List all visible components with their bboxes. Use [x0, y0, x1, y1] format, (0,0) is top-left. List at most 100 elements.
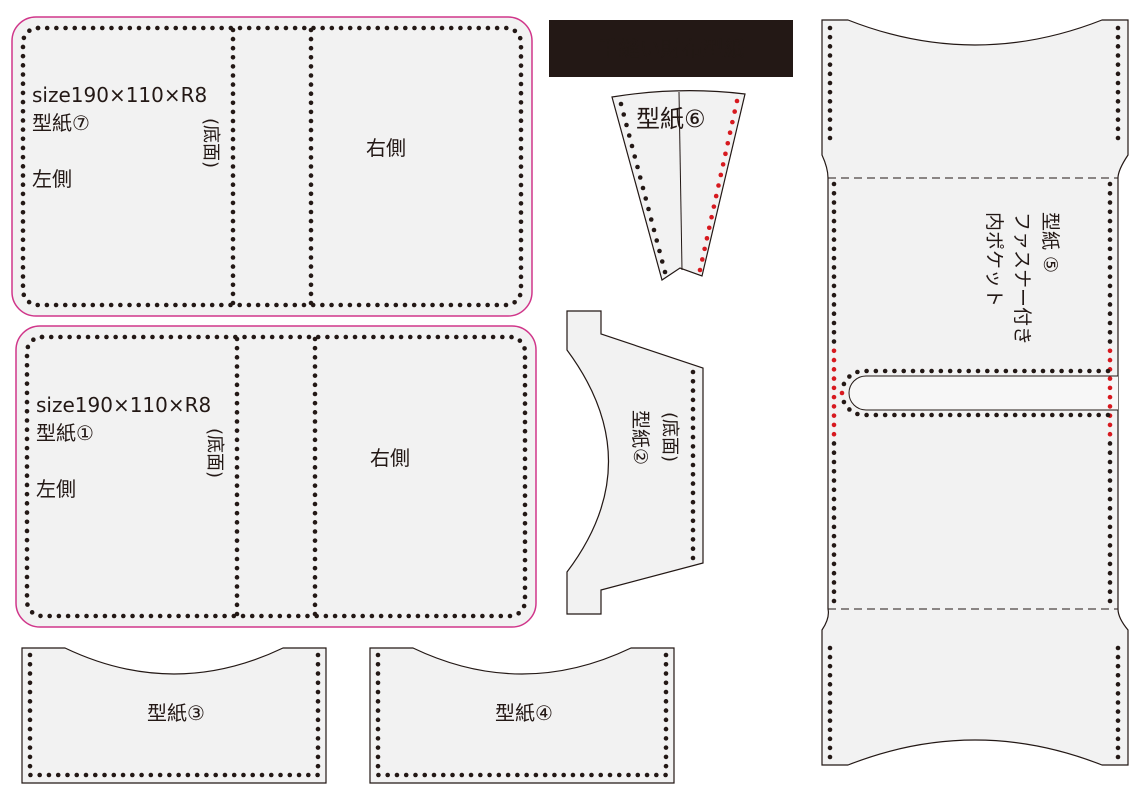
- stitch-hole: [1115, 700, 1121, 705]
- stitch-hole: [312, 510, 318, 516]
- stitch-hole: [230, 182, 236, 187]
- stitch-hole: [27, 28, 32, 34]
- stitch-hole: [515, 772, 520, 778]
- stitch-hole: [323, 613, 329, 619]
- stitch-hole: [1077, 412, 1083, 418]
- stitch-hole: [421, 25, 426, 31]
- stitch-hole: [1115, 691, 1121, 696]
- stitch-hole: [194, 613, 200, 619]
- stitch-hole: [29, 610, 35, 615]
- stitch-hole: [397, 613, 402, 619]
- stitch-hole: [27, 754, 33, 760]
- stitch-hole: [27, 708, 33, 713]
- stitch-hole: [176, 613, 181, 619]
- stitch-hole: [241, 772, 246, 778]
- stitch-hole: [518, 283, 524, 289]
- stitch-hole: [84, 613, 89, 619]
- stitch-hole: [734, 98, 740, 104]
- stitch-hole: [690, 546, 696, 551]
- stitch-hole: [663, 772, 668, 778]
- stitch-hole: [366, 25, 371, 31]
- stitch-hole: [635, 772, 641, 778]
- stitch-hole: [308, 218, 314, 224]
- stitch-hole: [230, 173, 236, 178]
- piece-outline: [15, 325, 537, 628]
- stitch-hole: [1107, 598, 1113, 604]
- stitch-hole: [542, 772, 548, 778]
- stitch-hole: [164, 25, 169, 31]
- stitch-hole: [1107, 431, 1113, 437]
- stitch-hole: [312, 446, 318, 452]
- stitch-hole: [522, 346, 527, 351]
- stitch-hole: [308, 246, 314, 251]
- stitch-hole: [855, 369, 860, 375]
- stitch-hole: [63, 25, 68, 31]
- stitch-hole: [230, 45, 236, 51]
- stitch-hole: [118, 25, 123, 31]
- stitch-hole: [518, 155, 524, 160]
- stitch-hole: [230, 264, 236, 269]
- stitch-hole: [308, 91, 314, 96]
- stitch-hole: [312, 437, 318, 443]
- stitch-hole: [589, 772, 594, 778]
- stitch-hole: [1107, 311, 1113, 317]
- stitch-hole: [223, 334, 229, 340]
- stitch-hole: [831, 524, 837, 530]
- stitch-hole: [109, 25, 114, 31]
- stitch-hole: [632, 154, 638, 159]
- stitch-hole: [690, 453, 696, 459]
- stitch-hole: [522, 474, 528, 480]
- stitch-hole: [518, 173, 524, 179]
- stitch-hole: [892, 368, 897, 374]
- stitch-hole: [308, 64, 314, 69]
- stitch-hole: [831, 404, 837, 409]
- stitch-hole: [570, 772, 576, 778]
- stitch-hole: [452, 613, 458, 619]
- piece-outline: [21, 647, 327, 784]
- stitch-hole: [831, 228, 837, 233]
- piece-name: 型紙 ⑤: [1039, 212, 1061, 273]
- stitch-hole: [831, 246, 837, 252]
- title-text: 手縫い財布型紙: [598, 37, 745, 61]
- stitch-hole: [65, 613, 71, 619]
- stitch-hole: [435, 334, 441, 340]
- stitch-hole: [234, 492, 240, 498]
- stitch-hole: [663, 708, 669, 713]
- stitch-hole: [20, 154, 26, 160]
- stitch-hole: [1107, 357, 1113, 363]
- stitch-hole: [371, 334, 376, 340]
- stitch-hole: [312, 345, 318, 351]
- stitch-hole: [831, 552, 837, 557]
- stitch-hole: [1107, 561, 1113, 567]
- stitch-hole: [831, 422, 837, 428]
- stitch-hole: [308, 164, 314, 169]
- stitch-hole: [1049, 412, 1055, 418]
- stitch-hole: [230, 155, 236, 160]
- zipper-slot: [848, 375, 1118, 411]
- stitch-hole: [827, 71, 833, 77]
- stitch-hole: [966, 368, 972, 374]
- stitch-hole: [312, 355, 318, 360]
- stitch-hole: [621, 112, 627, 117]
- stitch-hole: [1107, 459, 1113, 465]
- stitch-hole: [663, 736, 669, 741]
- stitch-hole: [718, 172, 724, 178]
- stitch-hole: [831, 348, 837, 354]
- stitch-hole: [230, 27, 236, 33]
- stitch-hole: [468, 772, 474, 778]
- stitch-hole: [1107, 570, 1113, 576]
- stitch-hole: [312, 547, 318, 553]
- stitch-hole: [522, 484, 528, 489]
- stitch-hole: [343, 334, 349, 340]
- stitch-hole: [108, 302, 114, 308]
- stitch-hole: [312, 602, 318, 608]
- pattern-piece-6: 型紙⑥: [611, 90, 746, 281]
- stitch-hole: [308, 237, 314, 242]
- stitch-hole: [338, 302, 344, 308]
- stitch-hole: [308, 82, 314, 87]
- stitch-hole: [121, 613, 126, 619]
- stitch-hole: [230, 209, 236, 215]
- stitch-hole: [204, 772, 209, 778]
- stitch-hole: [20, 182, 26, 188]
